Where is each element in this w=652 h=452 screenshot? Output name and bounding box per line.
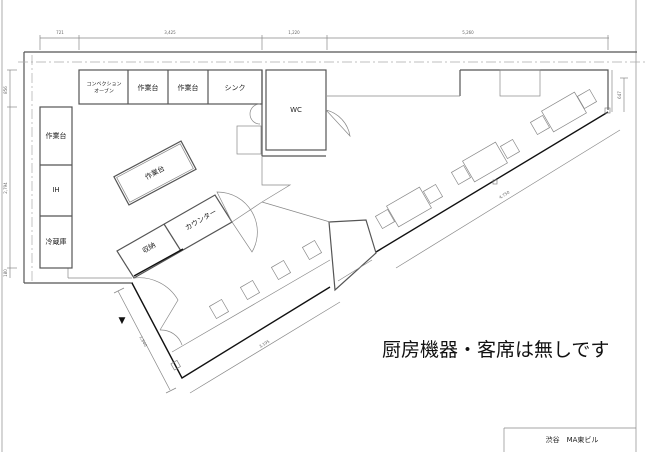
counter-storage: 収納 カウンター [116, 156, 331, 353]
entrance-door-frame [328, 219, 377, 292]
dimension-label: 3,425 [164, 30, 176, 35]
table [541, 91, 587, 133]
island-worktable: 作業台 [113, 140, 197, 206]
convection-oven-label: オーブン [94, 88, 114, 95]
dimension-label: 647 [617, 91, 622, 99]
right-dimension-line: 647 [617, 77, 628, 112]
storage-label: 収納 [140, 240, 157, 255]
door-swing [216, 191, 258, 253]
ih-label: IH [52, 186, 59, 194]
chair [576, 88, 598, 110]
chair [208, 298, 230, 320]
kitchen-top-row: コンベクション オーブン 作業台 作業台 シンク [78, 69, 263, 155]
seating [208, 88, 598, 320]
entrance-marker-icon: ▼ [119, 316, 126, 326]
chair [301, 239, 323, 261]
island-label: 作業台 [143, 164, 166, 182]
chair [499, 138, 521, 160]
dimension-label: 180 [3, 269, 8, 277]
convection-oven-label: コンベクション [86, 82, 121, 88]
dimension-label: 2,794 [3, 182, 8, 194]
wc-room: WC [261, 69, 351, 157]
chair [270, 259, 292, 281]
worktable-label: 作業台 [178, 83, 199, 92]
table [499, 69, 541, 97]
chair [422, 183, 444, 205]
storefront-walls [131, 69, 613, 379]
building-walls [18, 51, 645, 284]
dimension-label: 3,195 [258, 338, 271, 348]
dimension-label: 856 [3, 86, 8, 94]
chair [529, 114, 551, 136]
worktable-label: 作業台 [46, 131, 67, 140]
table [386, 186, 432, 228]
top-dimension-line: 721 3,425 1,220 5,260 [39, 30, 609, 50]
wc-label: WC [290, 106, 302, 114]
dimension-label: 4,750 [498, 189, 511, 199]
kitchen-left-column: 作業台 IH 冷蔵庫 [39, 106, 73, 269]
dimension-label: 1,840 [138, 335, 148, 348]
wc-door-swing [325, 109, 351, 138]
dimension-label: 1,220 [288, 30, 300, 35]
chair [239, 279, 261, 301]
worktable-label: 作業台 [138, 83, 159, 92]
left-dimension-line: 856 2,794 180 [3, 69, 17, 278]
table [462, 141, 508, 183]
hand-sink [249, 103, 261, 125]
chair [374, 208, 396, 230]
title-block: 渋谷 MA東ビル [503, 427, 636, 452]
title-block-text: 渋谷 MA東ビル [546, 435, 599, 444]
chair [450, 164, 472, 186]
dimension-label: 5,260 [462, 30, 474, 35]
refrigerator-label: 冷蔵庫 [46, 237, 67, 246]
diagonal-dimension-lines: 1,840 3,195 4,750 [113, 129, 621, 394]
sink-label: シンク [225, 84, 246, 92]
note-text: 厨房機器・客席は無しです [382, 339, 609, 361]
dimension-label: 721 [56, 30, 64, 35]
